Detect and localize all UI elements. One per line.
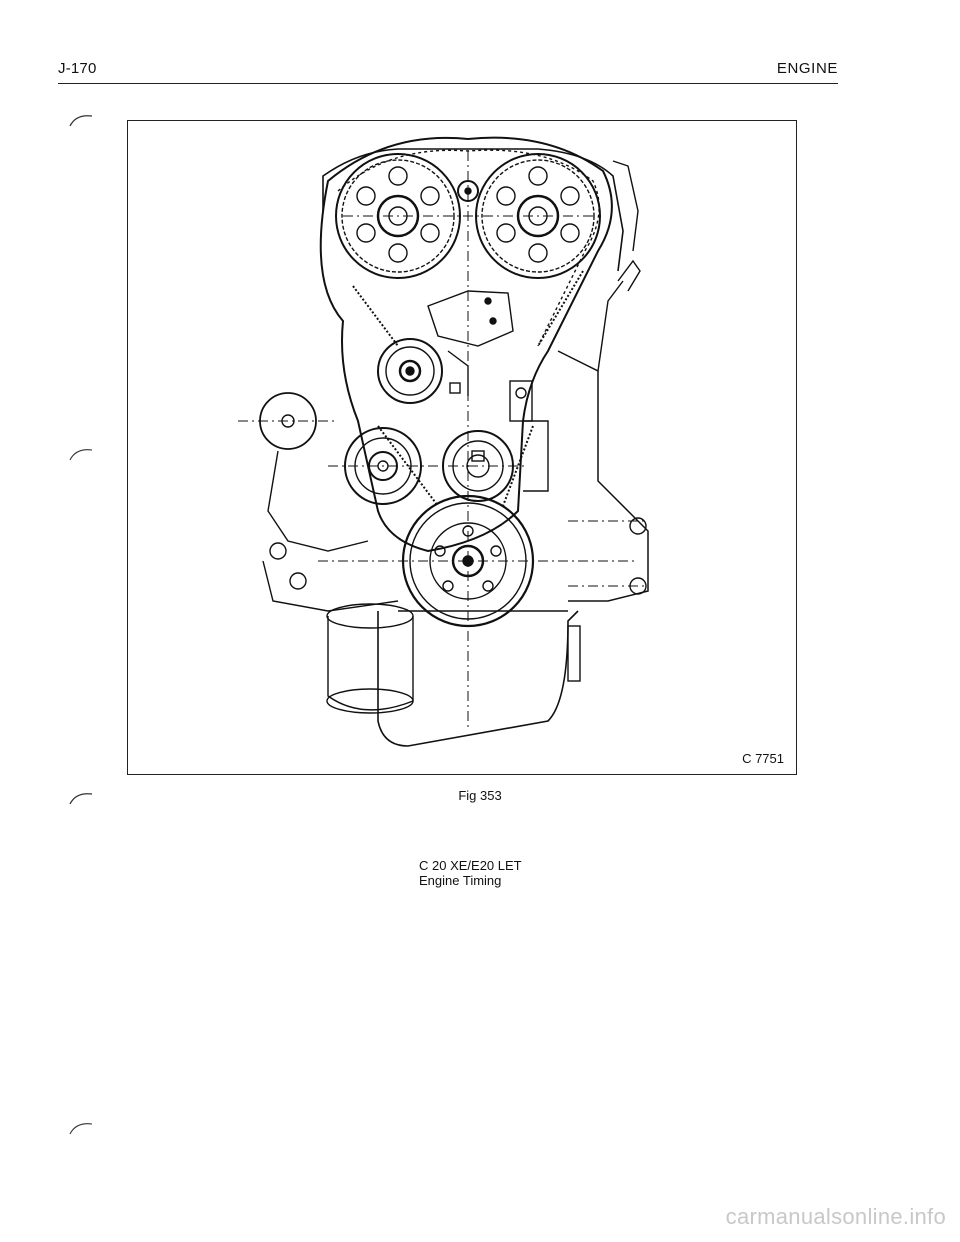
margin-mark-2 bbox=[69, 449, 93, 461]
figure-reference-code: C 7751 bbox=[742, 751, 784, 766]
figure-frame: C 7751 bbox=[127, 120, 797, 775]
header-rule bbox=[58, 83, 838, 84]
engine-code: C 20 XE/E20 LET bbox=[419, 858, 522, 873]
oil-sump bbox=[377, 610, 579, 747]
engine-timing-illustration bbox=[238, 136, 649, 747]
timing-belt bbox=[319, 136, 613, 553]
watermark: carmanualsonline.info bbox=[725, 1204, 946, 1229]
section-title: ENGINE bbox=[776, 60, 838, 77]
figure-subject: C 20 XE/E20 LET Engine Timing bbox=[419, 858, 522, 888]
margin-mark-3 bbox=[69, 793, 93, 805]
figure-description: Engine Timing bbox=[419, 873, 502, 888]
tensioner-pulley bbox=[377, 338, 443, 404]
margin-mark-4 bbox=[69, 1123, 93, 1135]
page-header: J-170 ENGINE bbox=[58, 60, 838, 84]
figure-caption: Fig 353 bbox=[458, 788, 502, 803]
margin-mark-1 bbox=[69, 115, 93, 127]
oil-filter bbox=[326, 603, 414, 714]
page-number: J-170 bbox=[58, 60, 97, 77]
